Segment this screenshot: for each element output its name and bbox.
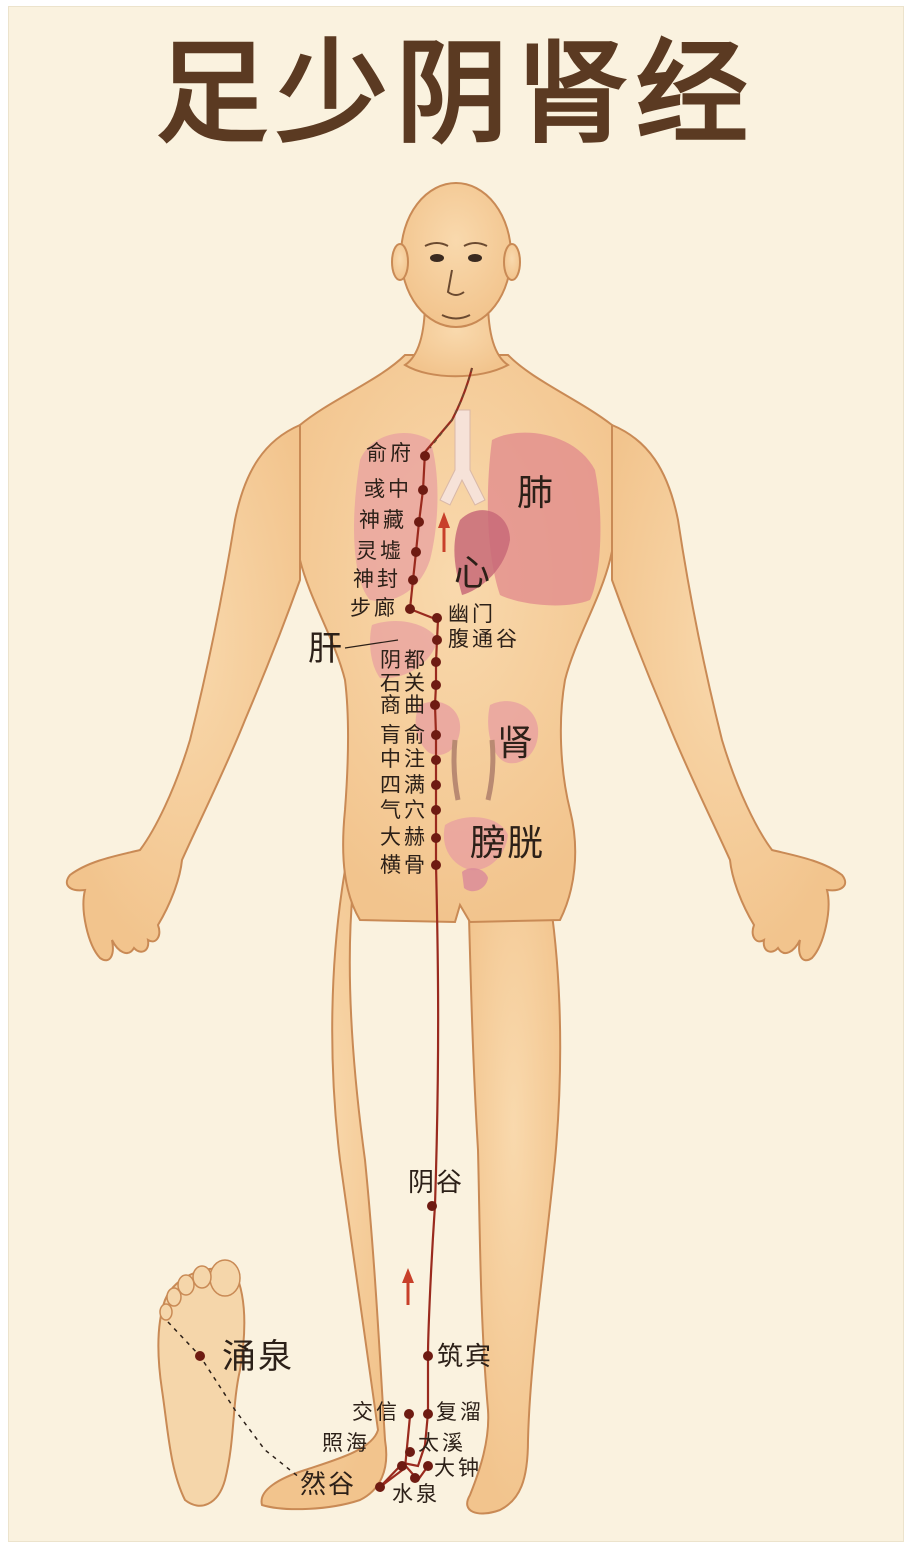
point-label-zhongzhu: 中注 bbox=[380, 749, 428, 770]
acupoint bbox=[431, 730, 441, 740]
point-label-shangqu: 商曲 bbox=[380, 695, 428, 716]
acupoint bbox=[375, 1482, 385, 1492]
acupoint bbox=[432, 635, 442, 645]
point-label-shencang: 神藏 bbox=[359, 510, 407, 531]
point-label-siman: 四满 bbox=[380, 775, 428, 796]
point-label-huangshu: 肓俞 bbox=[380, 725, 428, 746]
point-label-fuliu: 复溜 bbox=[436, 1402, 484, 1423]
acupoint bbox=[431, 680, 441, 690]
acupoint bbox=[423, 1409, 433, 1419]
point-label-shenfeng: 神封 bbox=[353, 569, 401, 590]
acupoint bbox=[423, 1351, 433, 1361]
acupoint bbox=[431, 755, 441, 765]
point-label-yongquan: 涌泉 bbox=[222, 1340, 294, 1374]
point-label-zhaohai: 照海 bbox=[322, 1433, 370, 1454]
right-ear bbox=[504, 244, 520, 280]
left-arm bbox=[612, 425, 845, 960]
left-ear bbox=[392, 244, 408, 280]
point-label-futonggu: 腹通谷 bbox=[448, 629, 520, 650]
acupoint bbox=[405, 1447, 415, 1457]
point-label-henggu: 横骨 bbox=[380, 855, 428, 876]
point-label-jiaoxin: 交信 bbox=[352, 1402, 400, 1423]
point-label-qixue: 气穴 bbox=[380, 800, 428, 821]
acupoint bbox=[397, 1461, 407, 1471]
acupoint bbox=[430, 700, 440, 710]
acupoint bbox=[431, 805, 441, 815]
point-label-dahe: 大赫 bbox=[380, 827, 428, 848]
acupoint bbox=[431, 780, 441, 790]
point-label-shuiquan: 水泉 bbox=[392, 1484, 440, 1505]
acupoint bbox=[427, 1201, 437, 1211]
point-label-taixi: 太溪 bbox=[418, 1433, 466, 1454]
acupoint bbox=[418, 485, 428, 495]
point-label-rangu: 然谷 bbox=[300, 1472, 356, 1498]
organ-label-bladder: 膀胱 bbox=[470, 826, 544, 862]
foot-sole bbox=[158, 1260, 300, 1506]
acupoint bbox=[405, 604, 415, 614]
organ-label-heart: 心 bbox=[454, 556, 491, 592]
point-label-yindu: 阴都 bbox=[380, 650, 428, 671]
point-label-shufu: 俞府 bbox=[366, 443, 414, 464]
acupoint bbox=[431, 833, 441, 843]
page-title: 足少阴肾经 bbox=[0, 38, 912, 150]
point-label-zhubin: 筑宾 bbox=[437, 1344, 493, 1370]
point-label-bulang: 步廊 bbox=[350, 598, 398, 619]
acupoint bbox=[431, 860, 441, 870]
acupoint bbox=[432, 613, 442, 623]
point-label-yingu: 阴谷 bbox=[408, 1170, 464, 1196]
point-label-shiguan: 石关 bbox=[380, 673, 428, 694]
point-label-yuzhong: 彧中 bbox=[364, 479, 412, 500]
acupoint bbox=[404, 1409, 414, 1419]
point-label-lingxu: 灵墟 bbox=[356, 541, 404, 562]
acupoint bbox=[414, 517, 424, 527]
point-label-youmen: 幽门 bbox=[448, 604, 496, 625]
acupoint bbox=[411, 547, 421, 557]
organ-label-kidney: 肾 bbox=[497, 726, 534, 762]
acupoint bbox=[423, 1461, 433, 1471]
organ-label-lung: 肺 bbox=[517, 476, 554, 512]
right-arm bbox=[67, 425, 300, 960]
lung-left-organ bbox=[488, 433, 601, 606]
point-label-dazhong: 大钟 bbox=[434, 1458, 482, 1479]
acupoint bbox=[195, 1351, 205, 1361]
organ-label-liver: 肝 bbox=[308, 632, 344, 666]
acupoint bbox=[431, 657, 441, 667]
acupoint bbox=[408, 575, 418, 585]
acupoint bbox=[420, 451, 430, 461]
head bbox=[401, 183, 511, 327]
